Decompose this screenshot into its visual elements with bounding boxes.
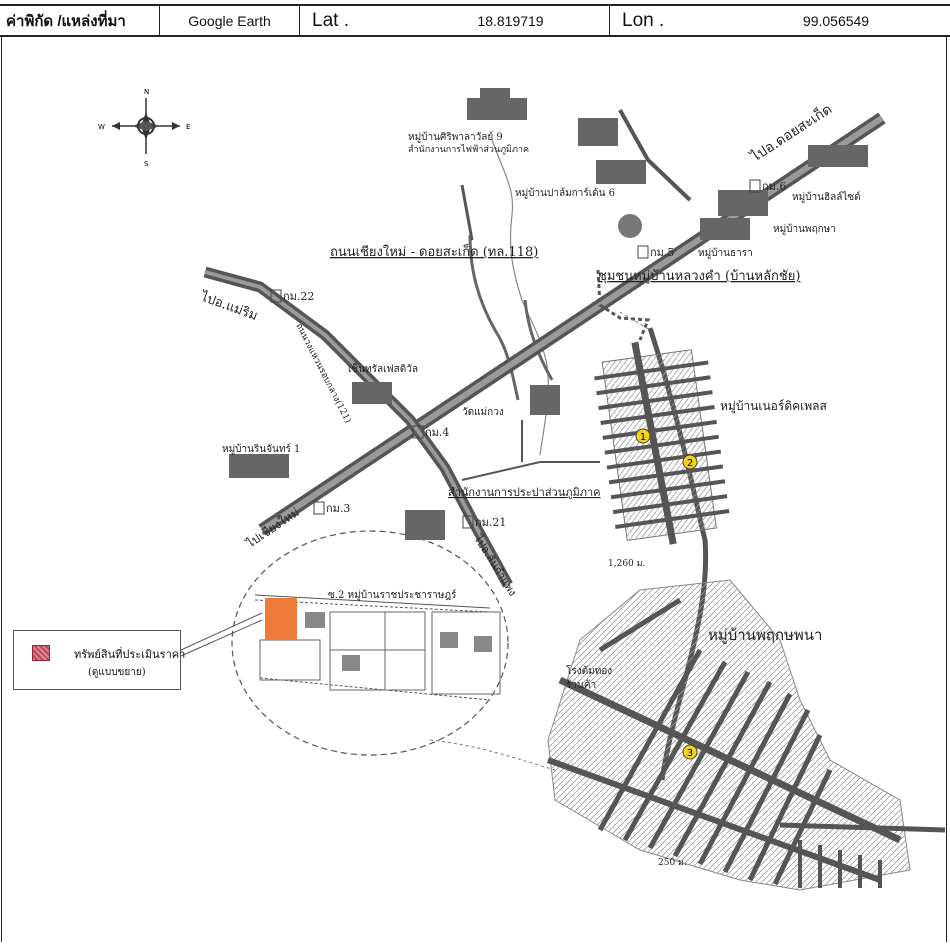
- latitude-label: Lat .: [312, 9, 349, 31]
- compass-w: W: [98, 123, 105, 131]
- village-grid-right: [594, 341, 730, 545]
- legend-swatch: [32, 645, 50, 661]
- label-km22: กม.22: [283, 290, 314, 303]
- label-road-main: ถนนเชียงใหม่ - ดอยสะเก็ด (ทล.118): [330, 242, 538, 260]
- longitude-label: Lon .: [622, 9, 665, 31]
- label-office-light: สำนักงานการไฟฟ้าส่วนภูมิภาค: [408, 144, 529, 155]
- longitude-cell: Lon . 99.056549: [610, 6, 950, 35]
- label-office-right: สำนักงานการประปาส่วนภูมิภาค: [448, 486, 601, 499]
- km-marker-icon: [749, 179, 761, 193]
- building-clusters: [229, 88, 868, 540]
- label-dir-sankamphaeng: ไปอ.สันกำแพง: [471, 532, 519, 599]
- label-village-nature: หมู่บ้านธารา: [698, 247, 753, 259]
- latitude-value: 18.819719: [477, 12, 544, 29]
- latitude-cell: Lat . 18.819719: [300, 6, 610, 35]
- label-distance1: 1,260 ม.: [608, 559, 646, 569]
- km-marker-icon: [637, 245, 649, 259]
- label-shop1: โรงต้มทอง: [566, 664, 612, 677]
- label-village-right: หมู่บ้านเนอร์ดิคเพลส: [720, 399, 828, 414]
- label-community: ชุมชนหมู่บ้านหลวงคำ (บ้านหลักชัย): [598, 269, 800, 284]
- map-frame: [1, 36, 947, 942]
- zoom-ellipse: [231, 530, 509, 756]
- label-dir-chiangmai: ไปเชียงใหม่: [243, 505, 302, 551]
- source-value: Google Earth: [160, 6, 300, 35]
- label-km6: กม.6: [762, 180, 786, 193]
- legend-line2: (ดูแบบขยาย): [88, 667, 146, 678]
- label-village-palm: หมู่บ้านปาล์มการ์เด้น 6: [515, 187, 615, 199]
- legend-box: ทรัพย์สินที่ประเมินราคา (ดูแบบขยาย): [13, 630, 185, 690]
- label-km5: กม.5: [650, 246, 674, 259]
- km-marker-icon: [270, 289, 282, 303]
- subject-parcel: [265, 598, 297, 640]
- label-km4: กม.4: [425, 426, 449, 439]
- km-marker-icon: [412, 425, 424, 439]
- label-village-sripakaew: หมู่บ้านศิริพาลาวัลย์ 9: [408, 131, 503, 143]
- marker-1: 1: [635, 428, 651, 444]
- compass-e: E: [186, 123, 190, 131]
- label-village-pruksa: หมู่บ้านพฤกษพนา: [708, 626, 822, 644]
- label-village-ruenthong: หมู่บ้านพฤกษา: [773, 223, 836, 235]
- compass-rose-icon: N S E W: [98, 88, 190, 168]
- marker-2: 2: [682, 454, 698, 470]
- top-strip: [0, 0, 950, 4]
- coordinate-source-label: ค่าพิกัด /แหล่งที่มา: [0, 6, 160, 35]
- label-village-left: หมู่บ้านรินจันทร์ 1: [222, 443, 300, 455]
- km-marker-icon: [313, 501, 325, 515]
- label-dir-maerim: ไปอ.แม่ริม: [198, 288, 260, 324]
- marker-3: 3: [682, 744, 698, 760]
- compass-n: N: [144, 88, 149, 96]
- village-grid-south: [546, 579, 946, 891]
- legend-line1: ทรัพย์สินที่ประเมินราคา: [74, 648, 186, 661]
- label-shop2: ร้านค้า: [566, 679, 596, 691]
- highway-118: [258, 112, 886, 536]
- svg-text:2: 2: [687, 458, 693, 469]
- svg-text:1: 1: [640, 432, 646, 443]
- label-temple: วัดแม่กวง: [462, 407, 504, 418]
- km-marker-icon: [462, 515, 474, 529]
- label-village-hillside: หมู่บ้านฮิลล์ไซด์: [792, 191, 861, 203]
- label-central-festival: เซ็นทรัลเฟสติวัล: [348, 361, 418, 375]
- compass-s: S: [144, 160, 149, 168]
- label-km3: กม.3: [326, 502, 350, 515]
- label-soi: ซ.2 หมู่บ้านราชประชาราษฎร์: [328, 589, 457, 601]
- coordinate-header: ค่าพิกัด /แหล่งที่มา Google Earth Lat . …: [0, 4, 950, 37]
- longitude-value: 99.056549: [802, 12, 870, 29]
- label-km21: กม.21: [475, 516, 506, 529]
- label-distance2: 250 ม.: [658, 858, 687, 868]
- svg-text:3: 3: [687, 748, 693, 759]
